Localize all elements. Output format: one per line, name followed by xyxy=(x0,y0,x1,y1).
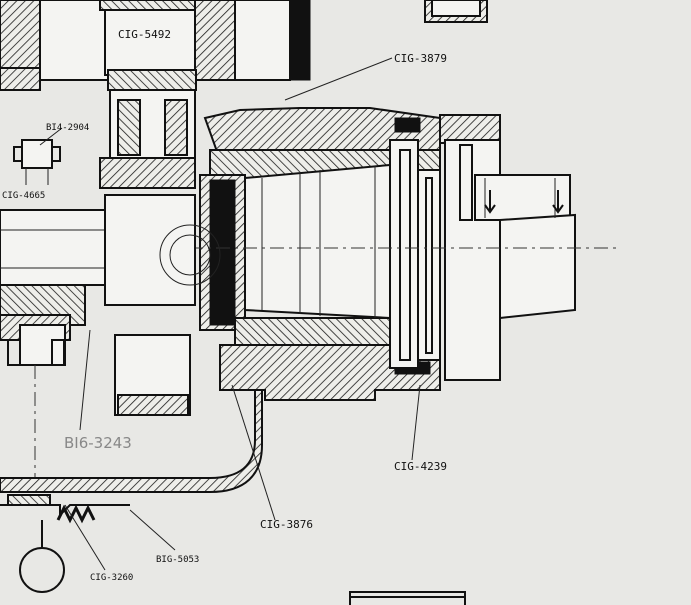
bolt-head xyxy=(13,139,61,185)
main-hub-housing xyxy=(199,107,441,401)
label-cig-3879: CIG-3879 xyxy=(394,52,447,65)
label-cig-3260: CIG-3260 xyxy=(90,573,133,583)
label-cig-5492: CIG-5492 xyxy=(118,28,171,41)
label-cig-4239: CIG-4239 xyxy=(394,460,447,473)
label-bi4-2904: BI4-2904 xyxy=(46,123,89,133)
top-gear-assembly xyxy=(0,0,311,91)
upper-gear-hub xyxy=(99,89,196,189)
label-bi6-3243: BI6-3243 xyxy=(64,434,132,452)
lower-gear xyxy=(7,324,191,480)
title-block xyxy=(349,591,466,605)
label-cig-3876: CIG-3876 xyxy=(260,518,313,531)
housing-wall xyxy=(0,389,263,593)
right-shaft xyxy=(474,174,576,320)
label-big-5053: BIG-5053 xyxy=(156,555,199,565)
label-cig-4665: CIG-4665 xyxy=(2,191,45,201)
left-shaft xyxy=(0,194,221,341)
leader-lines xyxy=(39,57,421,571)
top-right-stud xyxy=(424,0,488,23)
inner-sleeve xyxy=(244,163,391,320)
